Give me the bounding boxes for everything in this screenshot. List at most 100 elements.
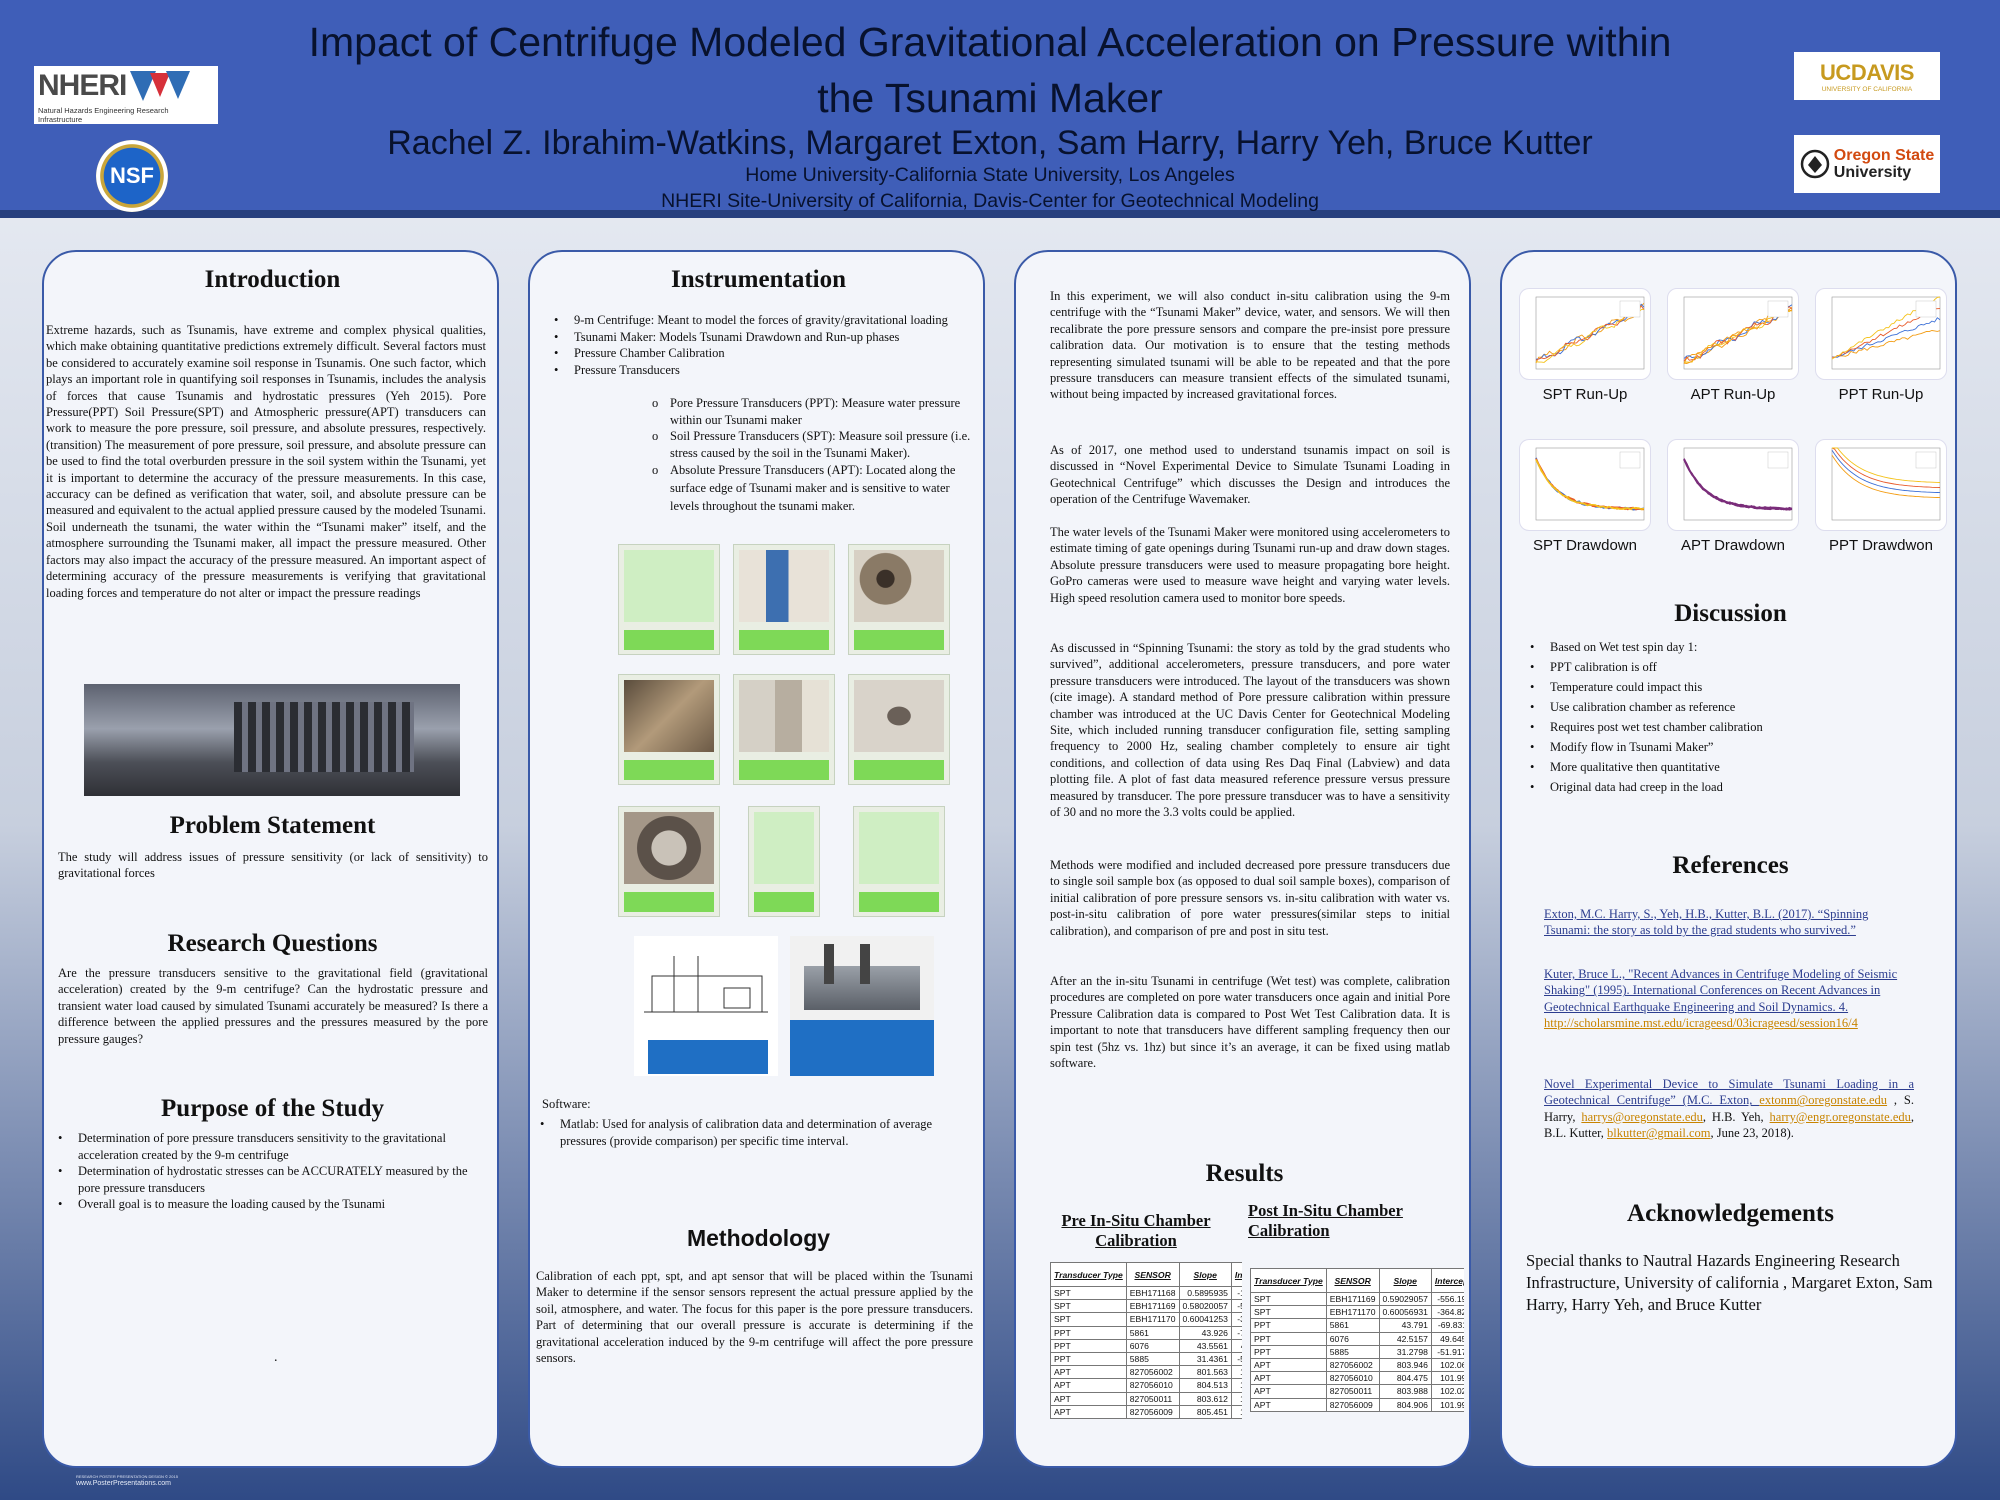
discussion-item: Modify flow in Tsunami Maker” [1526, 737, 1936, 757]
photo-placeholder [748, 806, 820, 917]
results-heading: Results [1205, 1160, 1284, 1187]
table-cell: APT [1250, 1384, 1327, 1399]
photo-ppt-ruler [733, 674, 835, 785]
email-harry[interactable]: harrys@oregonstate.edu [1581, 1109, 1703, 1124]
table-header-cell: Transducer Type [1050, 1262, 1127, 1287]
table-cell: 48.0611 [1230, 1338, 1242, 1353]
table-cell: 827056009 [1125, 1404, 1180, 1419]
table-cell: 102.322 [1230, 1378, 1242, 1393]
experiment-paragraph-5: Methods were modified and included decre… [1050, 858, 1450, 938]
chart-series-line [1831, 449, 1941, 494]
intro-heading: Introduction [204, 266, 341, 293]
table-cell: 827056002 [1325, 1357, 1380, 1373]
discussion-list: Based on Wet test spin day 1:PPT calibra… [1526, 637, 1936, 797]
transducer-item: Pore Pressure Transducers (PPT): Measure… [652, 395, 977, 428]
discussion-item: Temperature could impact this [1526, 677, 1936, 697]
reference-2[interactable]: Kuter, Bruce L., "Recent Advances in Cen… [1544, 967, 1898, 1031]
tsunami-maker-photo [790, 936, 934, 1076]
table-header-cell: Slope [1378, 1268, 1432, 1293]
stray-dot: . [274, 1350, 278, 1365]
footer-copyright: RESEARCH POSTER PRESENTATION DESIGN © 20… [76, 1474, 178, 1479]
experiment-paragraph-2: As of 2017, one method used to understan… [1050, 443, 1450, 507]
table-cell: 0.59029057 [1378, 1291, 1432, 1307]
software-label: Software: [542, 1097, 591, 1111]
table-cell: -51.6692 [1230, 1351, 1242, 1367]
chart-legend-box [1915, 300, 1937, 318]
reference-2-link[interactable]: http://scholarsmine.mst.edu/icrageesd/03… [1544, 1016, 1858, 1031]
email-kutter[interactable]: blkutter@gmail.com [1607, 1126, 1711, 1141]
table-cell: 102.301 [1230, 1404, 1242, 1419]
table-cell: PPT [1250, 1318, 1327, 1333]
column-experiment: In this experiment, we will also conduct… [1014, 250, 1471, 1468]
chart-caption: PPT Run-Up [1838, 386, 1924, 403]
experiment-paragraph-6: After an the in-situ Tsunami in centrifu… [1050, 974, 1450, 1071]
instrumentation-list: 9-m Centrifuge: Meant to model the force… [550, 312, 975, 378]
instrumentation-item: Tsunami Maker: Models Tsunami Drawdown a… [550, 329, 975, 346]
thumbnail-chart-plot [1683, 296, 1793, 370]
email-exton[interactable]: extonm@oregonstate.edu [1759, 1093, 1888, 1108]
nheri-wave-icon [130, 70, 191, 101]
table-cell: 102.024 [1430, 1384, 1464, 1399]
table-cell: 6076 [1325, 1331, 1380, 1346]
table-cell: SPT [1050, 1299, 1127, 1314]
table-cell: 0.5895935 [1178, 1285, 1232, 1301]
chart-series-line [1831, 330, 1941, 358]
thumbnail-chart [1815, 288, 1947, 380]
instrumentation-item: Pressure Chamber Calibration [550, 345, 975, 362]
centrifuge-photo [84, 684, 460, 796]
photo-chamber-wiring [618, 674, 720, 785]
thumbnail-chart [1815, 439, 1947, 531]
table-cell: EBH171168 [1125, 1285, 1180, 1301]
problem-text: The study will address issues of pressur… [58, 850, 488, 881]
research-questions-text: Are the pressure transducers sensitive t… [58, 966, 488, 1046]
chart-caption: PPT Drawdwon [1829, 537, 1933, 554]
table-header-cell: Slope [1178, 1262, 1232, 1287]
acknowledgements-heading: Acknowledgements [1627, 1200, 1834, 1227]
table-cell: 801.563 [1178, 1365, 1232, 1380]
table-cell: 49.6454 [1430, 1331, 1464, 1346]
table-cell: 827050011 [1325, 1384, 1380, 1399]
discussion-item: PPT calibration is off [1526, 657, 1936, 677]
table-cell: PPT [1050, 1351, 1127, 1367]
poster-authors: Rachel Z. Ibrahim-Watkins, Margaret Exto… [387, 124, 1593, 162]
chart-caption: SPT Drawdown [1533, 537, 1637, 554]
table-cell: 43.926 [1178, 1325, 1232, 1340]
discussion-item: Use calibration chamber as reference [1526, 697, 1936, 717]
table-cell: 804.475 [1378, 1371, 1432, 1386]
table-cell: 5861 [1325, 1318, 1380, 1333]
osu-seal-icon [1800, 149, 1830, 179]
chart-series-line [1832, 447, 1941, 483]
reference-1[interactable]: Exton, M.C. Harry, S., Yeh, H.B., Kutter… [1544, 907, 1869, 938]
transducer-item: Absolute Pressure Transducers (APT): Loc… [652, 461, 977, 515]
purpose-item: Determination of pore pressure transduce… [54, 1130, 484, 1163]
discussion-item: Requires post wet test chamber calibrati… [1526, 717, 1936, 737]
table-cell: APT [1050, 1404, 1127, 1419]
thumbnail-chart-plot [1831, 447, 1941, 521]
chart-caption: SPT Run-Up [1542, 386, 1628, 403]
table-cell: 101.998 [1430, 1397, 1464, 1412]
email-yeh[interactable]: harry@engr.oregonstate.edu [1769, 1109, 1911, 1124]
chart-legend-box [1767, 300, 1789, 318]
nheri-logo: NHERI Natural Hazards Engineering Resear… [34, 66, 218, 124]
chart-legend-box [1767, 451, 1789, 469]
research-questions-heading: Research Questions [167, 930, 378, 957]
experiment-paragraph-3: The water levels of the Tsunami Maker we… [1050, 525, 1450, 605]
discussion-item: More qualitative then quantitative [1526, 757, 1936, 777]
table-cell: 31.4361 [1178, 1351, 1232, 1367]
chart-legend-box [1915, 451, 1937, 469]
column-introduction: Introduction Extreme hazards, such as Ts… [42, 250, 499, 1468]
table-cell: -556.198 [1430, 1291, 1464, 1307]
table-cell: 102.069 [1430, 1357, 1464, 1373]
table-cell: 827050011 [1125, 1391, 1180, 1406]
table-cell: EBH171170 [1325, 1305, 1380, 1320]
